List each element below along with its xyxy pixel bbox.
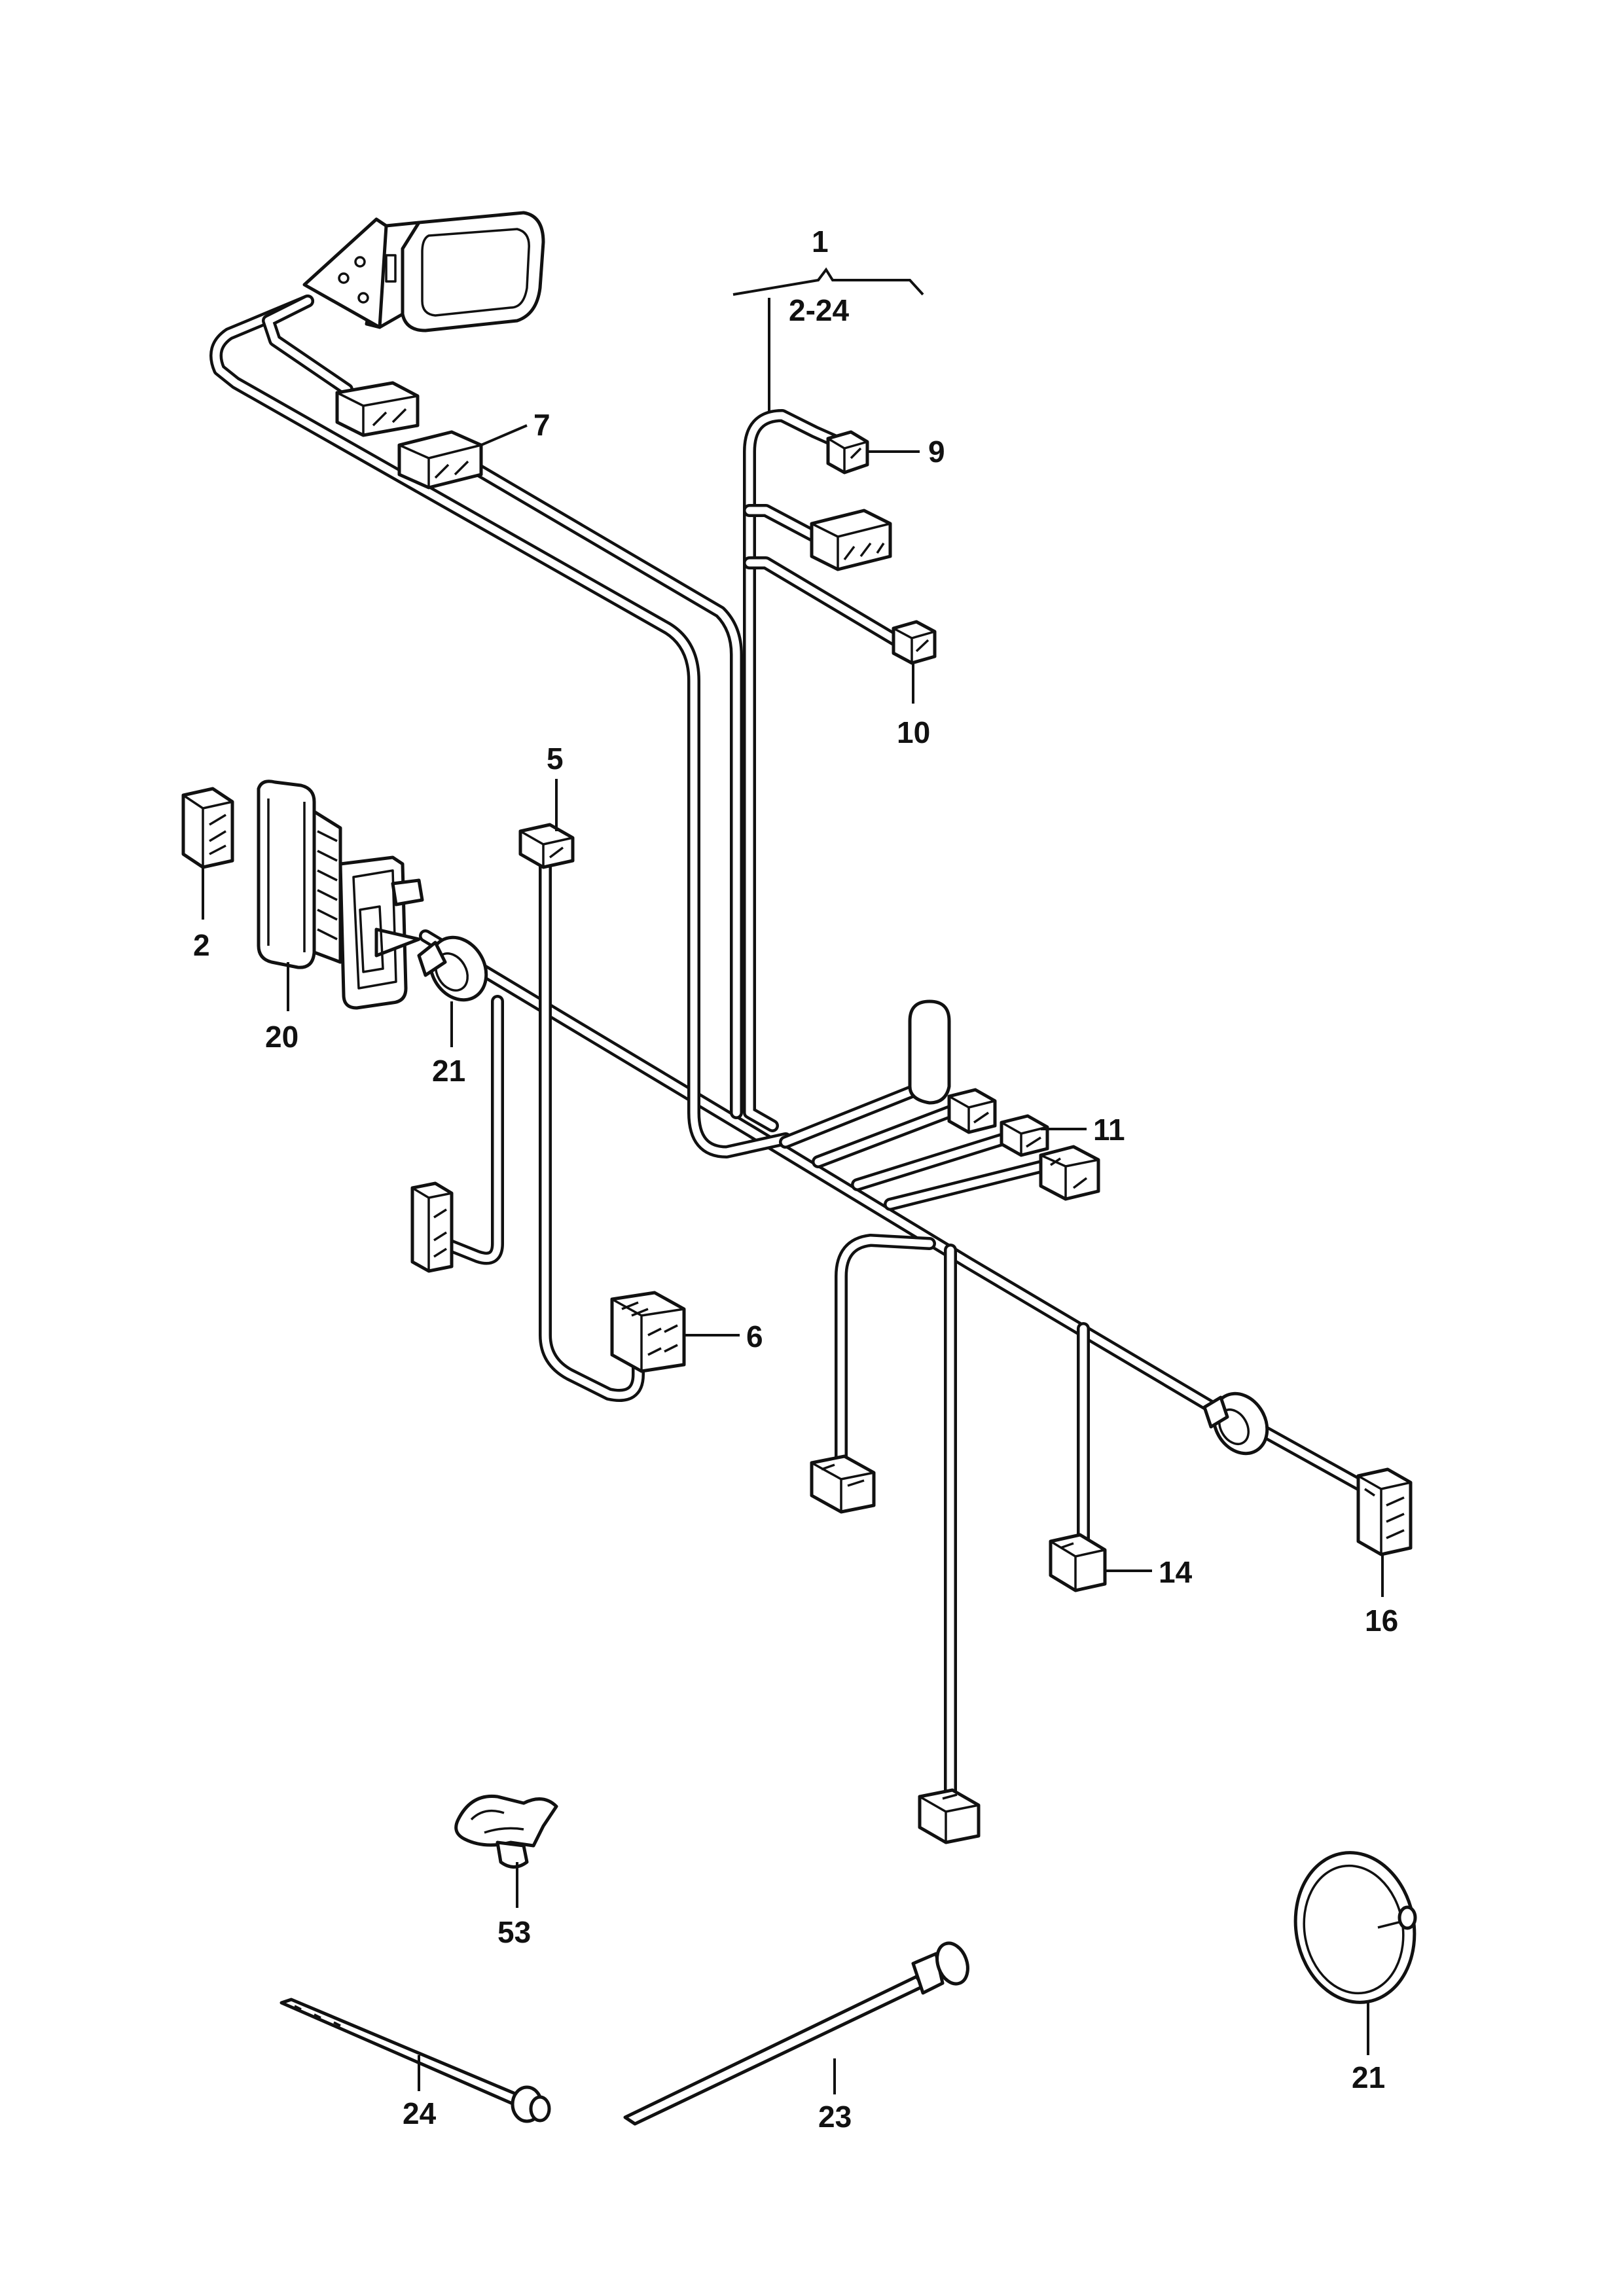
left-connector: [410, 1181, 454, 1273]
grommet-21-trunk: [417, 935, 488, 1002]
connector-5: [518, 823, 575, 869]
callout-7: 7: [533, 408, 550, 442]
callout-9: 9: [928, 435, 945, 469]
callout-1-range: 2-24: [789, 293, 849, 327]
lower-connector: [918, 1788, 981, 1844]
callout-21-loose: 21: [1352, 2060, 1385, 2094]
connector-11a: [947, 1088, 997, 1134]
leader-1-bracket: [732, 267, 924, 296]
mirror-connector: [335, 381, 420, 437]
callout-10: 10: [897, 715, 930, 749]
connector-14: [1049, 1533, 1107, 1592]
callout-6: 6: [746, 1319, 763, 1354]
connector-16: [1356, 1467, 1413, 1556]
connector-11c: [1039, 1145, 1100, 1201]
callout-numbers: 1 2-24 2 5 6 7 9 10 11 14 16 20 21 21 23…: [193, 224, 1398, 2134]
callout-16: 16: [1365, 1604, 1398, 1638]
callout-23: 23: [818, 2100, 852, 2134]
relay-connector: [810, 509, 892, 571]
connector-6: [610, 1291, 686, 1373]
wire-cap: [908, 999, 951, 1105]
boot-20: [257, 780, 424, 1010]
callout-20: 20: [265, 1020, 298, 1054]
grommet-trunk-right: [1202, 1391, 1269, 1456]
callout-53: 53: [497, 1915, 531, 1949]
lower-left-connector: [810, 1454, 876, 1514]
leader-7: [480, 424, 528, 446]
leader-lines: [202, 267, 1384, 2094]
cable-tie-23: [623, 1941, 969, 2126]
connector-11b: [1000, 1114, 1049, 1157]
callout-2: 2: [193, 928, 210, 962]
connector-9: [826, 430, 869, 475]
callout-1: 1: [812, 224, 829, 259]
callout-24: 24: [403, 2096, 437, 2130]
connector-7: [397, 430, 483, 490]
cap-21-loose: [1293, 1851, 1417, 2004]
connector-10: [892, 620, 937, 665]
exterior-mirror: [302, 211, 545, 332]
callout-11: 11: [1093, 1113, 1125, 1147]
clip-53: [454, 1794, 558, 1869]
cable-tie-24: [280, 1998, 551, 2123]
harness-wires: [209, 295, 1368, 1813]
callout-14: 14: [1159, 1555, 1193, 1589]
callout-5: 5: [547, 742, 564, 776]
callout-21-trunk: 21: [432, 1054, 465, 1088]
wire-to-lower-left-connector: [835, 1234, 936, 1476]
connector-2: [181, 787, 234, 869]
